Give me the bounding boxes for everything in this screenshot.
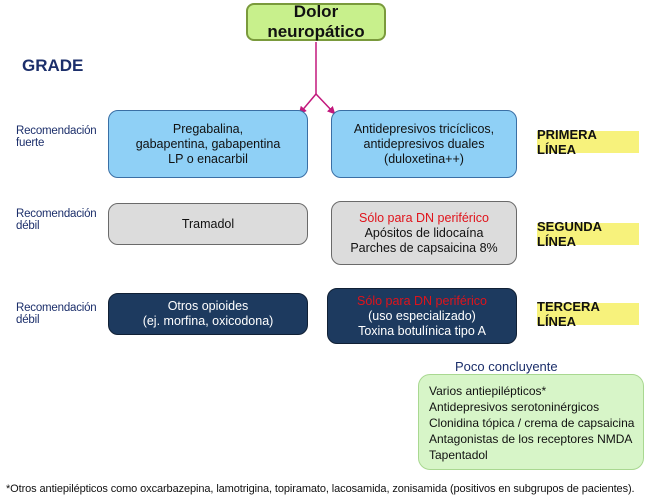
box-line: Tramadol	[181, 216, 235, 231]
recommendation-weak-third: Recomendación débil	[16, 302, 97, 326]
third-line-label: TERCERA LÍNEA	[537, 299, 639, 329]
first-line-label: PRIMERA LÍNEA	[537, 127, 639, 157]
inconclusive-box: Varios antiepilépticos* Antidepresivos s…	[418, 374, 644, 470]
box-line: (ej. morfina, oxicodona)	[142, 314, 274, 328]
peripheral-only-note: Sólo para DN periférico	[359, 210, 489, 225]
box-line: Toxina botulínica tipo A	[358, 323, 486, 338]
box-line: Pregabalina,	[172, 121, 244, 136]
rec-line: Recomendación	[16, 208, 97, 220]
inconclusive-title: Poco concluyente	[455, 359, 558, 374]
third-line-opioids-box: Otros opioides (ej. morfina, oxicodona)	[108, 293, 308, 335]
inconclusive-item: Antidepresivos serotoninérgicos	[429, 400, 600, 414]
footnote: *Otros antiepilépticos como oxcarbazepin…	[6, 483, 635, 495]
first-line-anticonvulsants-box: Pregabalina, gabapentina, gabapentina LP…	[108, 110, 308, 178]
box-line: (duloxetina++)	[384, 151, 464, 166]
third-line-specialized-box: Sólo para DN periférico (uso especializa…	[327, 288, 517, 344]
rec-line: débil	[16, 220, 40, 232]
rec-line: débil	[16, 314, 40, 326]
rec-line: Recomendación	[16, 302, 97, 314]
box-line: Otros opioides	[167, 299, 249, 313]
diagram-title: Dolor neuropático	[267, 2, 365, 41]
second-line-tramadol-box: Tramadol	[108, 203, 308, 245]
peripheral-only-note: Sólo para DN periférico	[357, 293, 487, 308]
inconclusive-item: Varios antiepilépticos*	[429, 384, 547, 398]
inconclusive-item: Tapentadol	[429, 448, 488, 462]
second-line-topical-box: Sólo para DN periférico Apósitos de lido…	[331, 201, 517, 265]
box-line: (uso especializado)	[368, 308, 476, 323]
box-line: gabapentina, gabapentina	[135, 136, 281, 151]
second-line-label: SEGUNDA LÍNEA	[537, 219, 639, 249]
arrow-to-antidepressants	[315, 93, 336, 115]
arrow-to-anticonvulsants	[298, 93, 317, 115]
box-line: Apósitos de lidocaína	[364, 225, 484, 240]
grade-label: GRADE	[22, 56, 84, 75]
inconclusive-item: Clonidina tópica / crema de capsaicina	[429, 416, 635, 430]
rec-line: fuerte	[16, 137, 45, 149]
inconclusive-item: Antagonistas de los receptores NMDA	[429, 432, 633, 446]
box-line: antidepresivos duales	[363, 136, 485, 151]
title-node: Dolor neuropático	[246, 2, 386, 41]
box-line: Parches de capsaicina 8%	[350, 240, 498, 255]
recommendation-strong: Recomendación fuerte	[16, 125, 97, 149]
box-line: Antidepresivos tricíclicos,	[353, 121, 495, 136]
rec-line: Recomendación	[16, 125, 97, 137]
box-line: LP o enacarbil	[168, 151, 248, 166]
recommendation-weak-second: Recomendación débil	[16, 208, 97, 232]
first-line-antidepressants-box: Antidepresivos tricíclicos, antidepresiv…	[331, 110, 517, 178]
